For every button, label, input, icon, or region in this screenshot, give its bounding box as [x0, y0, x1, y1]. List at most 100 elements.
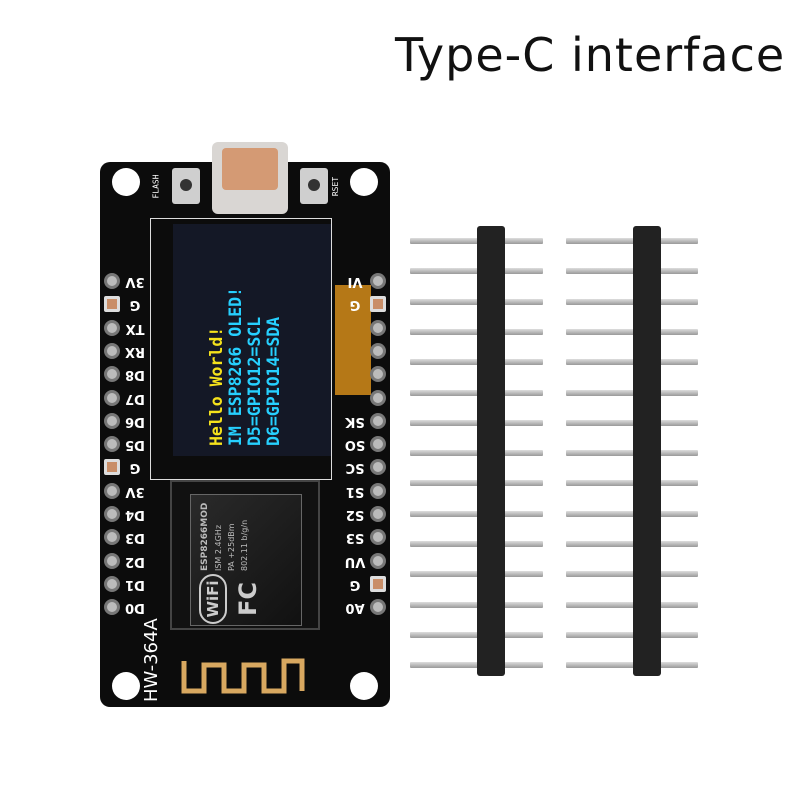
- right-pin-label: SK: [345, 413, 365, 429]
- left-pin-pad: [104, 575, 120, 592]
- right-pin-label: S1: [345, 483, 365, 499]
- left-pin-pad: [104, 342, 120, 359]
- header-pin: [566, 298, 698, 305]
- left-pin-label: G: [129, 297, 141, 313]
- header-pin: [566, 541, 698, 547]
- module-spec: PA +25dBm: [227, 523, 236, 571]
- header-pin: [410, 419, 543, 426]
- right-pin-pad: [370, 436, 386, 453]
- left-pin-pad: [104, 482, 120, 499]
- right-pin-pad: [370, 599, 386, 616]
- header-pin: [410, 571, 543, 578]
- header-pin: [410, 541, 543, 547]
- left-pin-pad: [104, 599, 120, 616]
- right-pin-pad: [370, 342, 386, 359]
- left-pin-label: TX: [125, 320, 145, 336]
- left-pin-label: D0: [125, 600, 145, 616]
- header-pin: [410, 328, 543, 335]
- header-pin: [410, 510, 543, 517]
- module-name: ESP8266MOD: [200, 502, 210, 571]
- header-pin: [410, 450, 543, 457]
- left-pin-pad: [104, 552, 120, 569]
- header-pin: [566, 359, 698, 366]
- right-pin-label: S2: [345, 507, 365, 522]
- right-pin-pad: [370, 459, 386, 476]
- header-pin: [566, 571, 698, 578]
- right-pin-pad: [370, 366, 386, 383]
- oled-line: D6=GPIO14=SDA: [264, 316, 283, 446]
- header-pin: [410, 480, 543, 487]
- header-pin: [566, 631, 698, 638]
- right-pin-label: SO: [344, 437, 366, 453]
- left-pin-label: RX: [124, 343, 146, 359]
- right-pin-pad: [370, 273, 386, 289]
- header-pin: [410, 238, 543, 244]
- left-pin-label: D5: [125, 437, 145, 453]
- oled-line: IM ESP8266 OLED!: [226, 287, 245, 446]
- left-pin-pad: [104, 319, 120, 336]
- right-pin-pad: [370, 552, 386, 569]
- left-pin-pad: [104, 529, 120, 546]
- header-pin: [410, 662, 543, 669]
- header-pin: [566, 480, 698, 487]
- left-pin-label: 3V: [125, 483, 145, 499]
- reset-button[interactable]: [300, 168, 328, 204]
- board-model-label: HW-364A: [141, 618, 162, 702]
- header-pin: [566, 662, 698, 669]
- right-pin-label: G: [349, 297, 361, 313]
- header-pin: [410, 268, 543, 275]
- right-pin-label: VI: [347, 274, 363, 289]
- header-pin: [410, 389, 543, 396]
- right-pin-pad: [370, 482, 386, 499]
- mount-hole: [112, 672, 140, 700]
- reset-label: RSET: [331, 176, 341, 197]
- header-pin: [566, 238, 698, 244]
- header-pin: [566, 389, 698, 396]
- header-pin: [566, 268, 698, 275]
- right-pin-label: S3: [345, 530, 365, 546]
- left-pin-pad: [104, 459, 120, 476]
- left-pin-label: D4: [125, 507, 145, 522]
- header-pin: [410, 631, 543, 638]
- mount-hole: [112, 168, 140, 196]
- right-pin-pad: [370, 389, 386, 406]
- esp8266-module: WiFi FC ESP8266MOD ISM 2.4GHz PA +25dBm …: [170, 480, 320, 630]
- left-pin-pad: [104, 296, 120, 313]
- left-pin-label: 3V: [125, 274, 145, 289]
- right-pin-label: G: [349, 576, 361, 592]
- left-pin-label: D8: [125, 367, 145, 383]
- flash-button[interactable]: [172, 168, 200, 204]
- header-pin: [410, 359, 543, 366]
- wifi-logo: WiFi: [199, 574, 227, 624]
- oled-flex-cable: [335, 285, 371, 395]
- header-pin: [410, 298, 543, 305]
- oled-line: Hello World!: [207, 326, 226, 446]
- right-pin-label: A0: [345, 600, 365, 616]
- left-pin-pad: [104, 366, 120, 383]
- module-spec: ISM 2.4GHz: [214, 524, 223, 571]
- left-pin-label: D3: [125, 530, 145, 546]
- left-pin-pad: [104, 436, 120, 453]
- flash-label: FLASH: [151, 174, 161, 199]
- right-pin-pad: [370, 506, 386, 522]
- left-pin-pad: [104, 389, 120, 406]
- header-pin: [566, 328, 698, 335]
- left-pin-pad: [104, 506, 120, 522]
- header-pin: [566, 510, 698, 517]
- right-pin-label: VU: [344, 553, 366, 569]
- mount-hole: [350, 672, 378, 700]
- mount-hole: [350, 168, 378, 196]
- caption-title: Type-C interface: [395, 28, 786, 82]
- usb-type-c-port: [212, 142, 288, 214]
- left-pin-pad: [104, 273, 120, 289]
- left-pin-label: D7: [125, 390, 145, 406]
- header-pin: [566, 450, 698, 457]
- right-pin-pad: [370, 575, 386, 592]
- header-pin: [566, 419, 698, 426]
- right-pin-pad: [370, 319, 386, 336]
- right-pin-pad: [370, 412, 386, 429]
- module-spec: 802.11 b/g/n: [240, 519, 249, 571]
- oled-frame: [150, 218, 332, 480]
- left-pin-label: G: [129, 460, 141, 476]
- header-pin: [566, 601, 698, 608]
